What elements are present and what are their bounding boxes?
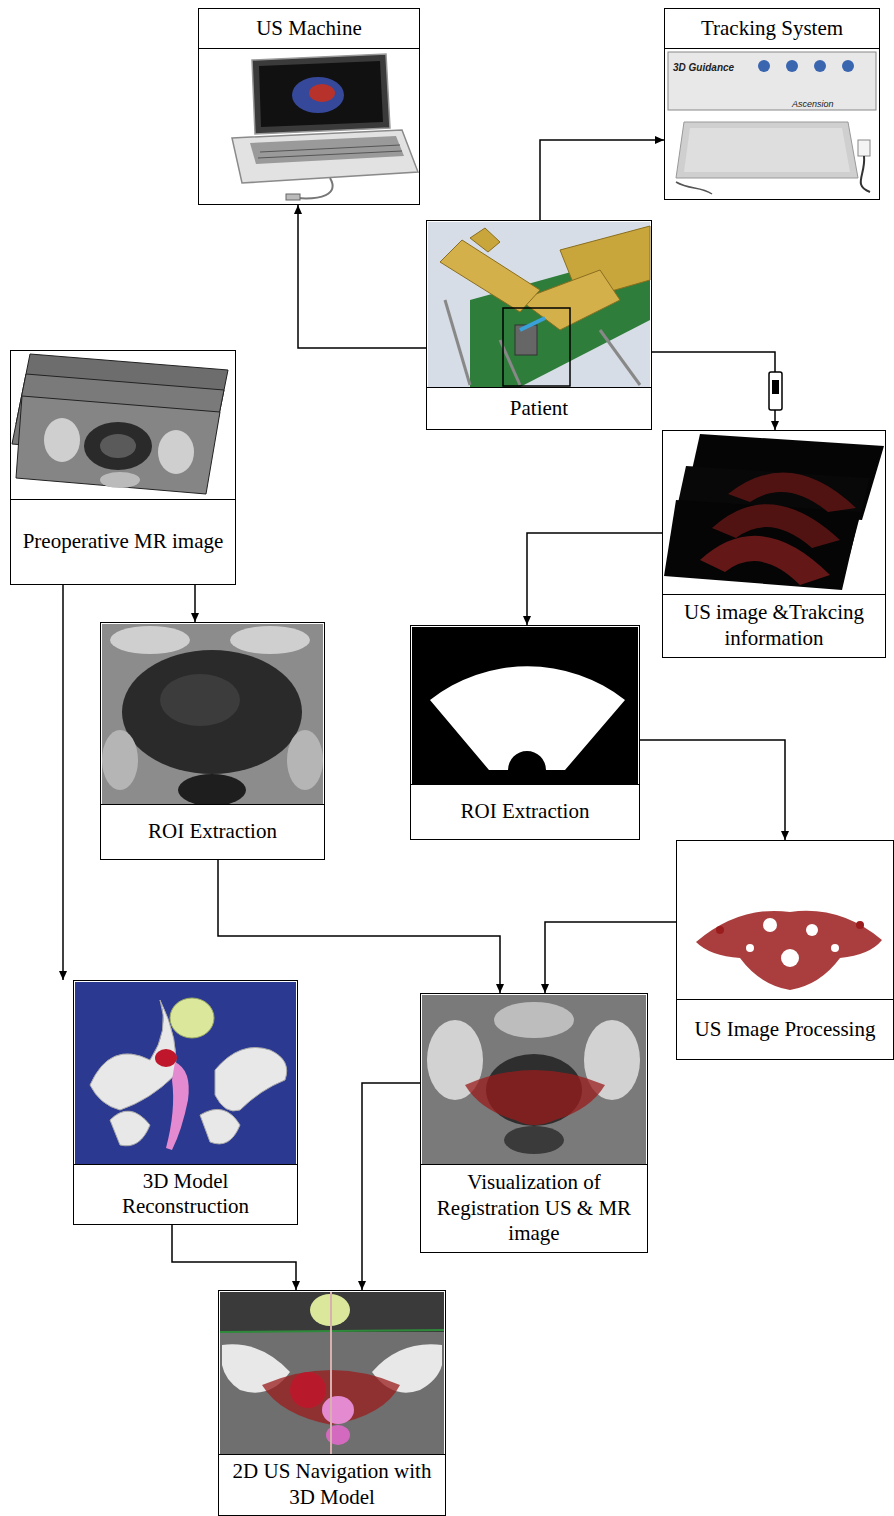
flow-arrow — [527, 533, 662, 625]
box-caption: 3D Model Reconstruction — [74, 1164, 297, 1224]
box-caption: Tracking System — [665, 9, 879, 49]
navigation-picture — [220, 1292, 444, 1454]
process-box: Preoperative MR image — [10, 350, 236, 585]
process-box: US image &Trakcing information — [662, 430, 886, 658]
device-label: 3D Guidance — [673, 62, 734, 73]
us-roi-mask-picture — [412, 627, 638, 785]
patient-picture — [428, 222, 650, 387]
flow-arrow — [640, 740, 785, 840]
flow-arrow — [172, 1225, 296, 1290]
box-caption: ROI Extraction — [411, 784, 639, 839]
flow-arrow — [194, 585, 196, 622]
box-caption: 2D US Navigation with 3D Model — [219, 1454, 445, 1515]
process-box: US Image Processing — [676, 840, 894, 1060]
flow-arrow — [362, 1083, 420, 1290]
mr-stack-picture — [12, 354, 228, 494]
box-caption: ROI Extraction — [101, 804, 324, 859]
device-label-holder: Ascension — [792, 93, 834, 111]
us-machine-picture — [232, 54, 418, 200]
process-box: 3D Model Reconstruction — [73, 980, 298, 1225]
box-caption: US Machine — [199, 9, 419, 49]
flow-arrow — [652, 352, 775, 430]
flow-arrow — [62, 585, 64, 980]
flow-arrow — [298, 205, 426, 348]
process-box: Tracking System — [664, 8, 880, 200]
process-box: Visualization of Registration US & MR im… — [420, 993, 648, 1253]
process-box: ROI Extraction — [100, 622, 325, 860]
registration-picture — [422, 995, 646, 1165]
us-stack-picture — [664, 434, 884, 590]
box-caption: Patient — [427, 387, 651, 429]
probe-icon — [769, 372, 782, 410]
us-processed-picture — [696, 911, 882, 990]
process-box: 2D US Navigation with 3D Model — [218, 1290, 446, 1516]
flow-arrow — [540, 140, 664, 220]
box-caption: US image &Trakcing information — [663, 594, 885, 657]
device-label: Ascension — [792, 99, 834, 109]
process-box: Patient — [426, 220, 652, 430]
device-label-holder: 3D Guidance — [673, 57, 734, 75]
3d-model-picture — [75, 982, 296, 1172]
process-box: ROI Extraction — [410, 625, 640, 840]
box-caption: Preoperative MR image — [11, 499, 235, 584]
process-box: US Machine — [198, 8, 420, 205]
flow-arrow — [545, 922, 676, 993]
box-caption: Visualization of Registration US & MR im… — [421, 1164, 647, 1252]
mr-roi-picture — [102, 624, 323, 806]
flow-arrow — [218, 860, 500, 993]
box-caption: US Image Processing — [677, 999, 893, 1059]
tracking-device-picture — [668, 52, 876, 194]
